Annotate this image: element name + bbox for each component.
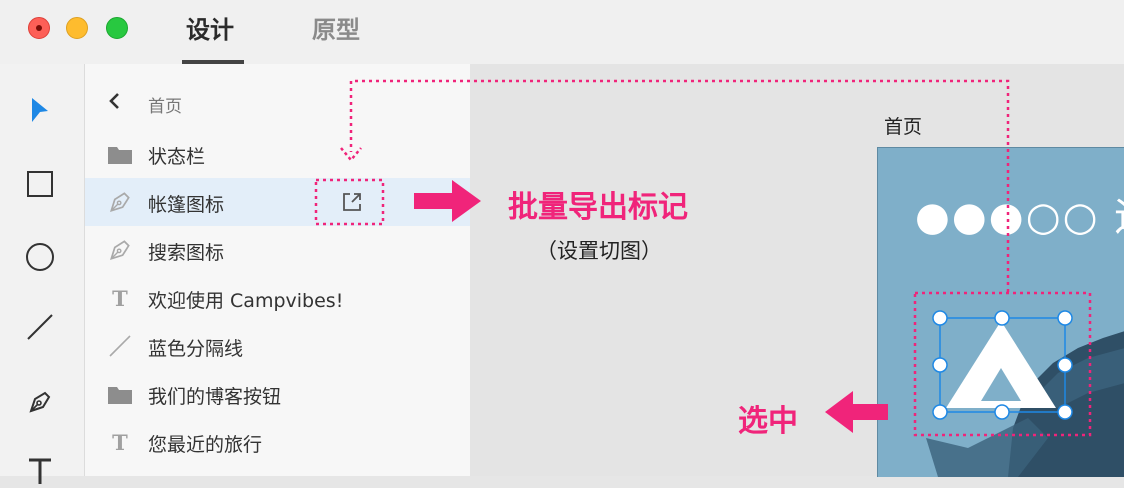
resize-handle[interactable] <box>932 357 948 373</box>
close-window-button[interactable] <box>28 17 50 39</box>
line-icon <box>107 334 133 358</box>
select-tool-button[interactable] <box>22 92 58 128</box>
pen-icon <box>107 238 133 262</box>
resize-handle[interactable] <box>932 404 948 420</box>
layer-item[interactable]: 蓝色分隔线 <box>85 322 470 370</box>
layer-item[interactable]: 状态栏 <box>85 130 470 178</box>
layer-label: 蓝色分隔线 <box>148 338 244 360</box>
layer-label: 搜索图标 <box>148 242 225 264</box>
layer-label: 状态栏 <box>148 146 206 168</box>
layer-label: 帐篷图标 <box>148 194 225 216</box>
resize-handle[interactable] <box>994 404 1010 420</box>
text-icon: T <box>112 429 128 455</box>
folder-icon <box>107 142 133 166</box>
line-tool-button[interactable] <box>22 309 58 345</box>
select-arrow-icon <box>32 98 48 122</box>
artboard-label[interactable]: 首页 <box>884 116 923 138</box>
export-mark-annotation: 批量导出标记 <box>508 190 688 225</box>
pen-icon <box>107 190 133 214</box>
pen-tool-button[interactable] <box>22 384 58 420</box>
minimize-window-button[interactable] <box>66 17 88 39</box>
rectangle-icon <box>27 171 53 197</box>
export-mark-button[interactable] <box>340 190 364 218</box>
layer-item[interactable]: T 您最近的旅行 <box>85 418 470 466</box>
export-mark-subtitle: （设置切图） <box>536 239 662 263</box>
breadcrumb-home[interactable]: 首页 <box>148 97 182 117</box>
text-icon <box>29 458 51 484</box>
layers-panel: 首页 状态栏 帐篷图标 搜索图标 T 欢迎使用 Campvibes! 蓝色分隔线 <box>85 64 470 476</box>
layer-label: 您最近的旅行 <box>148 434 263 456</box>
zoom-window-button[interactable] <box>106 17 128 39</box>
export-icon <box>343 193 361 211</box>
layer-item[interactable]: 我们的博客按钮 <box>85 370 470 418</box>
chevron-left-icon <box>109 93 119 109</box>
folder-icon <box>107 382 133 406</box>
layer-label: 我们的博客按钮 <box>148 386 282 408</box>
pen-icon <box>29 391 51 413</box>
resize-handle[interactable] <box>932 310 948 326</box>
layer-item[interactable]: 搜索图标 <box>85 226 470 274</box>
ellipse-icon <box>26 243 54 271</box>
tab-prototype[interactable]: 原型 <box>312 16 360 44</box>
tab-design[interactable]: 设计 <box>186 16 234 44</box>
rectangle-tool-button[interactable] <box>22 166 58 202</box>
title-bar: 设计 原型 <box>0 0 1124 64</box>
text-tool-button[interactable] <box>22 452 58 488</box>
resize-handle[interactable] <box>1057 310 1073 326</box>
ellipse-tool-button[interactable] <box>22 239 58 275</box>
layer-label: 欢迎使用 Campvibes! <box>148 290 344 312</box>
layer-item-selected[interactable]: 帐篷图标 <box>85 178 470 226</box>
tools-toolbar <box>0 64 85 484</box>
resize-handle[interactable] <box>994 310 1010 326</box>
resize-handle[interactable] <box>1057 404 1073 420</box>
status-bar-text: ●●●○○ 运 <box>915 194 1124 240</box>
selected-annotation: 选中 <box>738 404 798 439</box>
layer-item[interactable]: T 欢迎使用 Campvibes! <box>85 274 470 322</box>
text-icon: T <box>112 285 128 311</box>
selection-box[interactable] <box>925 302 1075 422</box>
resize-handle[interactable] <box>1057 357 1073 373</box>
line-icon <box>27 314 53 340</box>
back-button[interactable] <box>107 90 123 116</box>
active-tab-indicator <box>182 60 244 64</box>
